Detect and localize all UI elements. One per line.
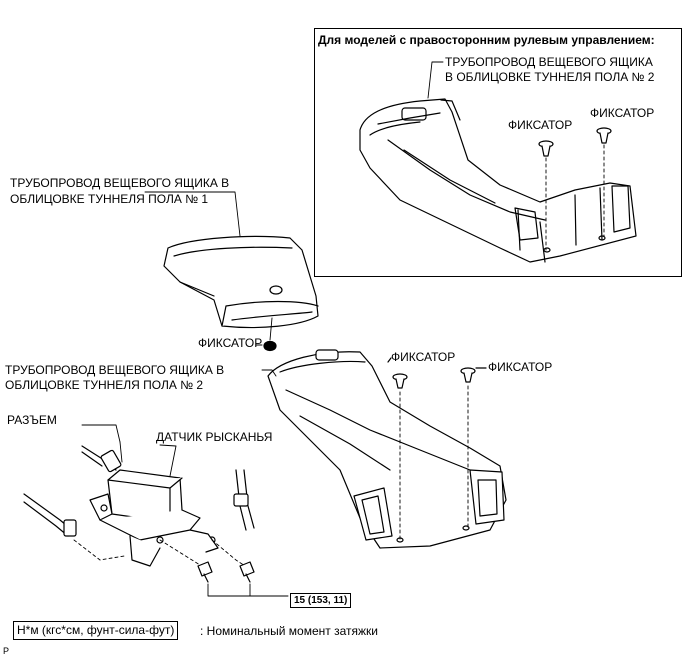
inset-duct-label-1: ТРУБОПРОВОД ВЕЩЕВОГО ЯЩИКА [445, 55, 653, 69]
inset-duct-no2 [359, 98, 637, 263]
inset-duct-label-2: В ОБЛИЦОВКЕ ТУННЕЛЯ ПОЛА № 2 [445, 70, 655, 84]
legend-description: : Номинальный момент затяжки [200, 624, 378, 638]
bolt-icons [197, 561, 255, 583]
duct-no2 [267, 349, 507, 549]
inset-clip-label-right: ФИКСАТОР [590, 106, 655, 120]
torque-spec-box: 15 (153, 11) [290, 593, 352, 608]
clip-label-b: ФИКСАТОР [488, 360, 553, 374]
yaw-sensor-assembly [89, 469, 219, 567]
connector-label: РАЗЪЕМ [7, 413, 57, 427]
main-clip-icons [387, 357, 487, 389]
center-clip-label: ФИКСАТОР [198, 336, 263, 350]
clip-label-a: ФИКСАТОР [391, 350, 456, 364]
center-clip-icon [255, 317, 277, 352]
yaw-sensor-label: ДАТЧИК РЫСКАНЬЯ [156, 430, 273, 444]
inset-title: Для моделей с правосторонним рулевым упр… [318, 33, 655, 47]
duct2-label-1: ТРУБОПРОВОД ВЕЩЕВОГО ЯЩИКА В [5, 363, 225, 377]
duct1-label-2: ОБЛИЦОВКЕ ТУННЕЛЯ ПОЛА № 1 [10, 192, 209, 206]
legend-unit-box: Н*м (кгс*см, фунт-сила-фут) [13, 621, 179, 640]
duct2-label-2: ОБЛИЦОВКЕ ТУННЕЛЯ ПОЛА № 2 [5, 378, 204, 392]
corner-mark: P [3, 646, 10, 656]
rhd-inset-frame [314, 28, 682, 277]
duct1-label-1: ТРУБОПРОВОД ВЕЩЕВОГО ЯЩИКА В [10, 176, 230, 190]
duct-no1 [163, 235, 319, 329]
inset-clip-icons [538, 127, 612, 157]
inset-clip-label-left: ФИКСАТОР [508, 118, 573, 132]
wire-harness [23, 424, 255, 537]
